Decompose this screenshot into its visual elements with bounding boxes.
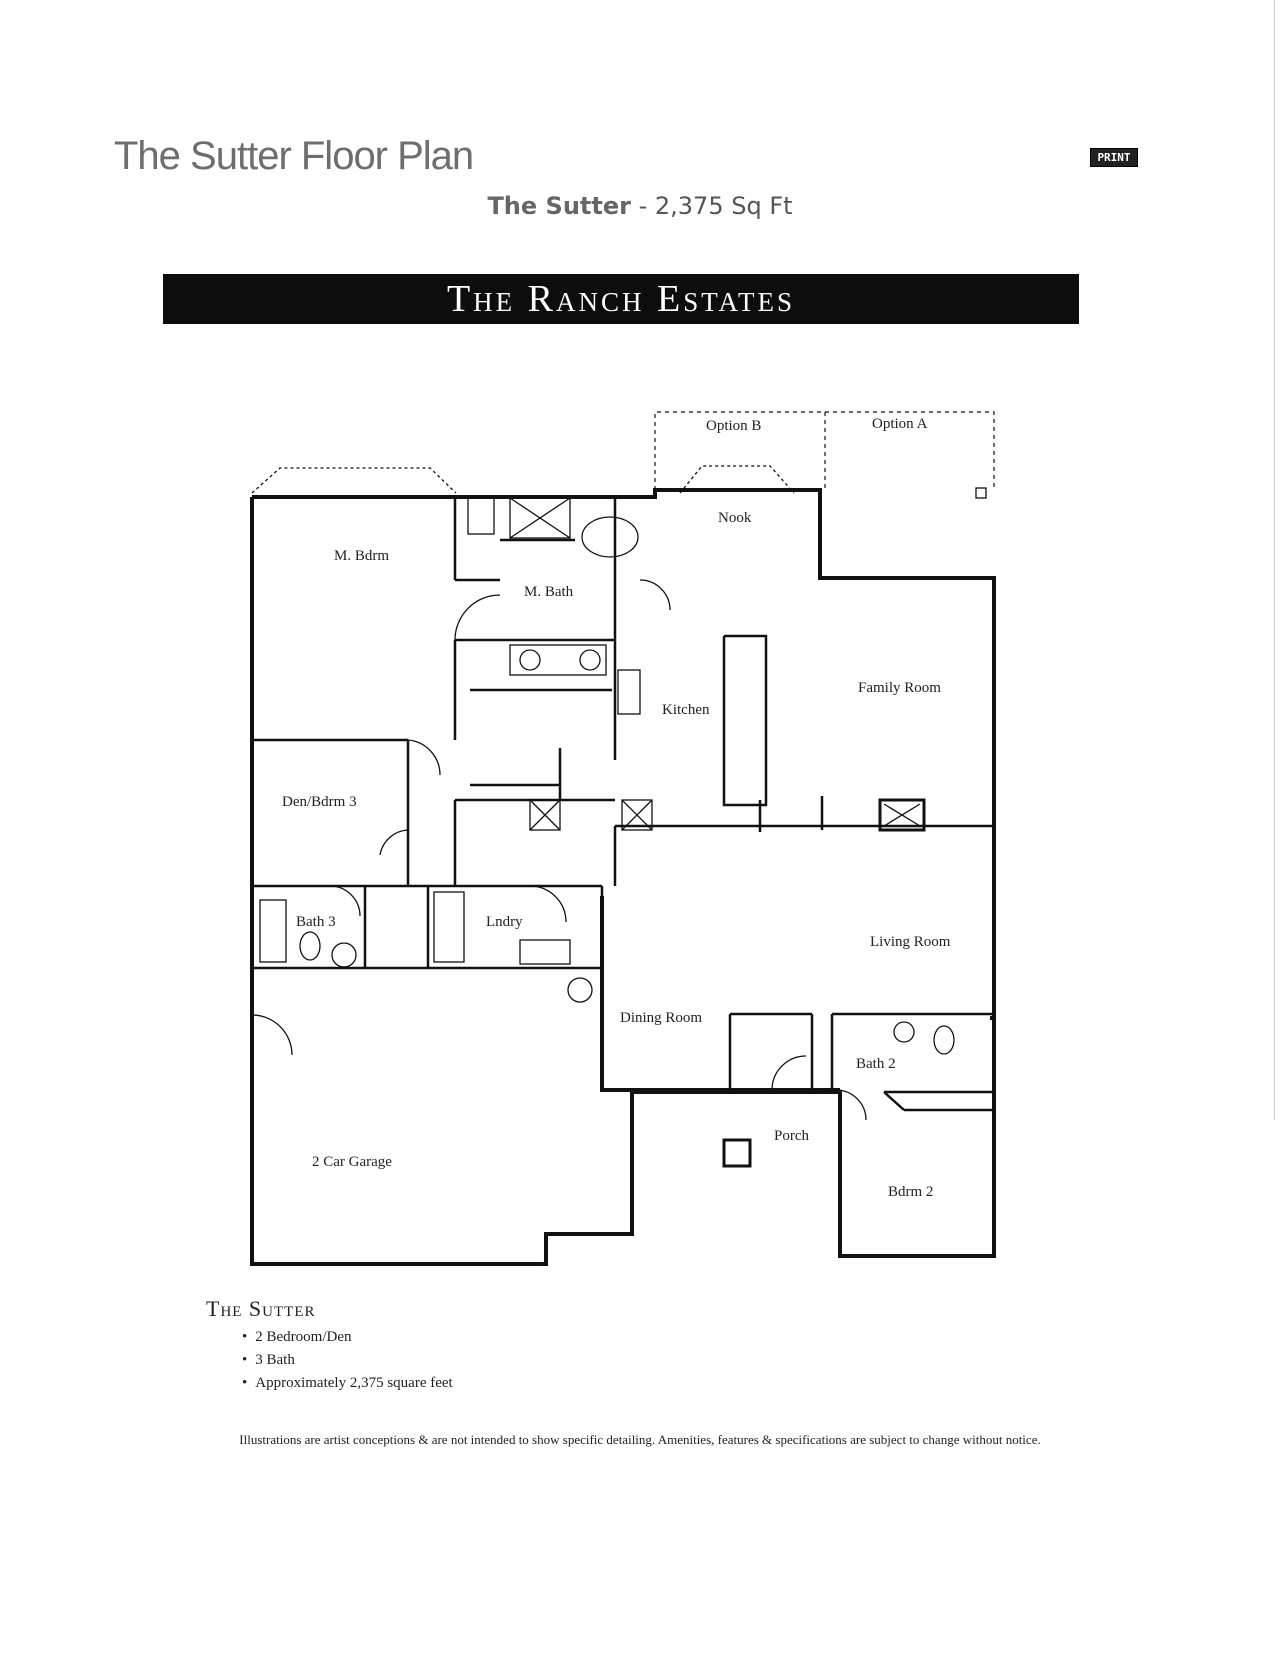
label-bath-2: Bath 2	[856, 1056, 896, 1072]
summary-title: The Sutter	[206, 1296, 316, 1321]
label-family-room: Family Room	[858, 680, 941, 696]
options-outline	[654, 411, 995, 490]
label-option-b: Option B	[706, 418, 761, 434]
feature-item: Approximately 2,375 square feet	[242, 1372, 452, 1395]
page-subtitle: The Sutter - 2,375 Sq Ft	[0, 192, 1280, 220]
label-option-a: Option A	[872, 416, 928, 432]
label-porch: Porch	[774, 1128, 809, 1144]
label-dining-room: Dining Room	[620, 1010, 702, 1026]
label-master-bath: M. Bath	[524, 584, 574, 600]
label-laundry: Lndry	[486, 914, 523, 930]
label-nook: Nook	[718, 510, 752, 526]
door-swings	[251, 579, 867, 1121]
bay-window	[251, 467, 457, 494]
plan-summary: The Sutter 2 Bedroom/Den 3 Bath Approxim…	[206, 1296, 453, 1395]
label-bath-3: Bath 3	[296, 914, 336, 930]
nook-bay-window	[679, 465, 795, 494]
label-den: Den/Bdrm 3	[282, 794, 357, 810]
feature-item: 3 Bath	[242, 1349, 453, 1372]
community-banner: The Ranch Estates	[163, 274, 1079, 324]
disclaimer-text: Illustrations are artist conceptions & a…	[239, 1432, 1041, 1447]
feature-item: 2 Bedroom/Den	[242, 1326, 453, 1349]
room-labels: Option B Option A Nook M. Bdrm M. Bath K…	[282, 416, 951, 1200]
label-garage: 2 Car Garage	[312, 1154, 392, 1170]
exterior-walls	[250, 488, 996, 1266]
label-master-bedroom: M. Bdrm	[334, 548, 389, 564]
fixtures	[259, 487, 987, 1168]
feature-list: 2 Bedroom/Den 3 Bath Approximately 2,375…	[242, 1326, 453, 1395]
label-living-room: Living Room	[870, 934, 951, 950]
subtitle-square-feet: - 2,375 Sq Ft	[630, 192, 793, 220]
page-title: The Sutter Floor Plan	[114, 134, 474, 178]
scan-edge-line	[1274, 0, 1275, 1120]
subtitle-plan-name: The Sutter	[487, 192, 631, 220]
label-bedroom-2: Bdrm 2	[888, 1184, 933, 1200]
label-kitchen: Kitchen	[662, 702, 710, 718]
interior-walls	[252, 497, 994, 1112]
print-button[interactable]: PRINT	[1090, 148, 1138, 167]
